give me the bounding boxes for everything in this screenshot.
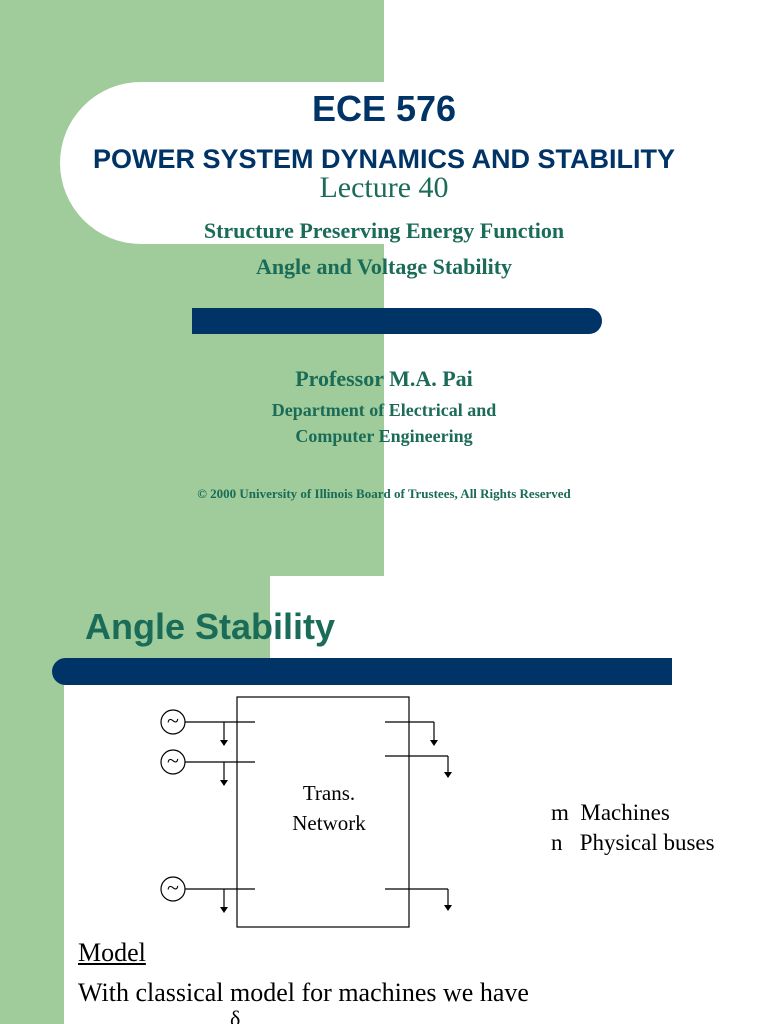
- network-label-line-2: Network: [292, 811, 366, 835]
- legend-text: Physical buses: [579, 830, 715, 855]
- title-slide: ECE 576 POWER SYSTEM DYNAMICS AND STABIL…: [0, 0, 768, 576]
- department-line-2: Computer Engineering: [295, 426, 473, 446]
- network-label-line-1: Trans.: [303, 781, 355, 805]
- partial-equation-symbol: δ: [230, 1006, 241, 1024]
- generator-symbol: ~: [167, 708, 179, 733]
- legend-symbol: n: [551, 830, 563, 855]
- slide-title: Angle Stability: [85, 606, 336, 647]
- green-side-strip: [0, 676, 64, 1024]
- course-title: POWER SYSTEM DYNAMICS AND STABILITY: [92, 144, 676, 174]
- legend-text: Machines: [580, 800, 670, 825]
- transmission-network-box: [236, 696, 410, 928]
- course-code: ECE 576: [311, 88, 457, 129]
- legend-item-buses: n Physical buses: [551, 830, 715, 856]
- model-description: With classical model for machines we hav…: [78, 978, 529, 1007]
- network-diagram: ~ ~ ~ Trans. Network: [160, 696, 452, 928]
- copyright-notice: © 2000 University of Illinois Board of T…: [197, 486, 571, 501]
- model-heading: Model: [78, 938, 146, 967]
- department-line-1: Department of Electrical and: [271, 400, 497, 420]
- lecture-number: Lecture 40: [319, 171, 449, 204]
- professor-name: Professor M.A. Pai: [295, 366, 473, 391]
- legend-symbol: m: [551, 800, 569, 825]
- navy-divider-bar: [192, 308, 602, 334]
- navy-title-bar: [52, 658, 672, 685]
- legend-item-machines: m Machines: [551, 800, 670, 826]
- generator-symbol: ~: [167, 875, 179, 900]
- subtitle-line-2: Angle and Voltage Stability: [255, 254, 513, 279]
- generator-symbol: ~: [167, 748, 179, 773]
- subtitle-line-1: Structure Preserving Energy Function: [203, 218, 565, 243]
- angle-stability-slide: Angle Stability: [0, 576, 768, 1024]
- title-pill-shape: [60, 82, 768, 244]
